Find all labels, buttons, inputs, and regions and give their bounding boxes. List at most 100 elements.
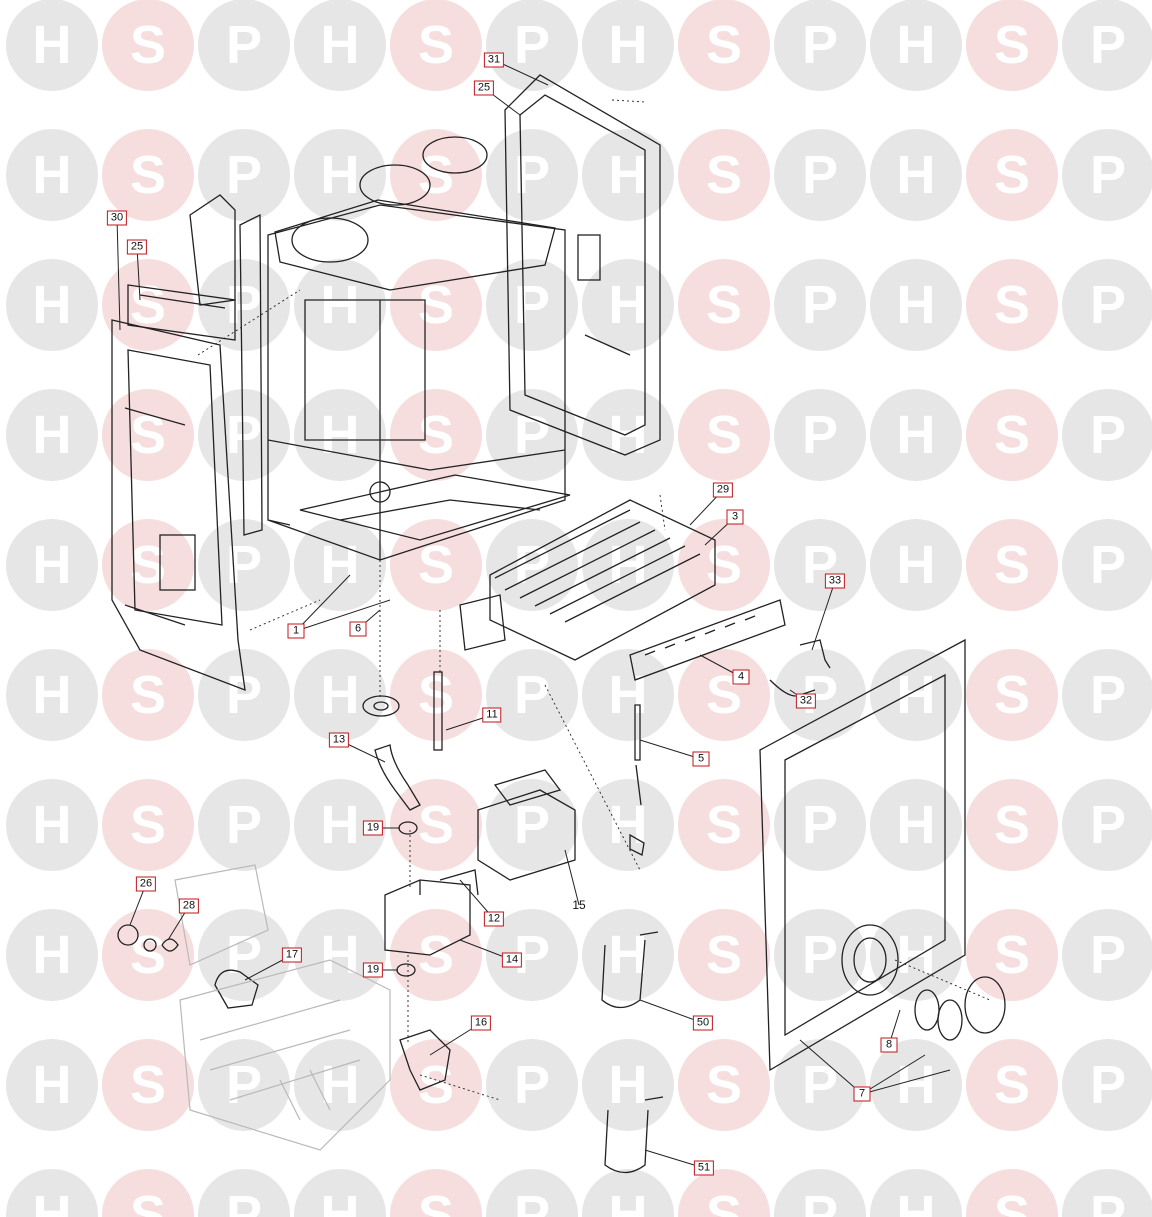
chassis-back-wall [304, 299, 426, 441]
left-slot-bottom [124, 604, 186, 626]
watermark-disc [198, 519, 290, 611]
watermark-disc [390, 779, 482, 871]
watermark-letter: P [514, 1055, 550, 1115]
watermark-letter: S [418, 405, 454, 465]
part-label-32[interactable]: 32 [795, 693, 817, 709]
part-label-5[interactable]: 5 [692, 751, 710, 767]
watermark-letter: H [33, 15, 72, 75]
watermark-letter: H [609, 1055, 648, 1115]
watermark-letter: S [706, 15, 742, 75]
part-label-17[interactable]: 17 [281, 947, 303, 963]
watermark-letter: H [33, 795, 72, 855]
watermark-letter: H [33, 145, 72, 205]
part-label-13[interactable]: 13 [328, 732, 350, 748]
watermark-letter: P [226, 925, 262, 985]
watermark-disc [390, 259, 482, 351]
watermark-letter: S [994, 1055, 1030, 1115]
watermark-letter: H [33, 1055, 72, 1115]
watermark-letter: P [802, 1185, 838, 1217]
watermark-disc [966, 0, 1058, 91]
part-label-28[interactable]: 28 [178, 898, 200, 914]
flue-opening-1 [291, 217, 369, 263]
watermark-letter: S [706, 795, 742, 855]
watermark-letter: H [609, 665, 648, 725]
watermark-letter: P [802, 15, 838, 75]
part-label-1[interactable]: 1 [287, 623, 305, 639]
watermark-disc [102, 649, 194, 741]
watermark-disc [294, 129, 386, 221]
watermark-disc [294, 259, 386, 351]
part-label-33[interactable]: 33 [824, 573, 846, 589]
watermark-disc [582, 259, 674, 351]
side-panel-right [504, 74, 661, 456]
part-label-25[interactable]: 25 [126, 239, 148, 255]
watermark-letter: P [1090, 145, 1126, 205]
part-label-31[interactable]: 31 [483, 52, 505, 68]
watermark-letter: P [514, 1185, 550, 1217]
part-label-19[interactable]: 19 [362, 820, 384, 836]
watermark-disc [582, 389, 674, 481]
watermark-disc [6, 779, 98, 871]
watermark-disc [102, 129, 194, 221]
watermark-disc [774, 129, 866, 221]
watermark-disc [390, 1169, 482, 1217]
part-label-30[interactable]: 30 [106, 210, 128, 226]
watermark-disc [390, 1039, 482, 1131]
watermark-letter: S [994, 15, 1030, 75]
watermark-letter: H [33, 275, 72, 335]
watermark-letter: H [897, 1055, 936, 1115]
watermark-letter: H [321, 1185, 360, 1217]
window-gasket-2 [937, 999, 963, 1041]
part-label-8[interactable]: 8 [880, 1037, 898, 1053]
watermark-disc [486, 779, 578, 871]
watermark-disc [6, 649, 98, 741]
part-label-6[interactable]: 6 [349, 621, 367, 637]
gas-elbow-13 [374, 744, 421, 811]
watermark-letter: H [33, 405, 72, 465]
watermark-disc [582, 1169, 674, 1217]
part-label-11[interactable]: 11 [482, 707, 502, 723]
part-label-50[interactable]: 50 [692, 1015, 714, 1031]
watermark-letter: S [994, 1185, 1030, 1217]
watermark-letter: P [1090, 15, 1126, 75]
watermark-disc [1062, 519, 1152, 611]
watermark-letter: P [1090, 1185, 1126, 1217]
part-label-7[interactable]: 7 [853, 1086, 871, 1102]
flue-opening-2 [359, 164, 431, 206]
part-label-16[interactable]: 16 [470, 1015, 492, 1031]
part-label-29[interactable]: 29 [712, 482, 734, 498]
window-ring [964, 976, 1006, 1034]
part-label-4[interactable]: 4 [732, 669, 750, 685]
part-label-3[interactable]: 3 [726, 509, 744, 525]
watermark-letter: P [226, 1055, 262, 1115]
part-label-12[interactable]: 12 [483, 911, 505, 927]
gas-valve [384, 869, 479, 956]
watermark-disc [678, 1039, 770, 1131]
watermark-disc [582, 519, 674, 611]
watermark-letter: S [706, 1185, 742, 1217]
cable-harness-50 [601, 931, 659, 1009]
watermark-letter: S [418, 15, 454, 75]
watermark-letter: P [226, 145, 262, 205]
watermark-letter: P [226, 405, 262, 465]
part-label-25[interactable]: 25 [473, 80, 495, 96]
part-label-14[interactable]: 14 [501, 952, 523, 968]
watermark-letter: H [897, 665, 936, 725]
watermark-disc [6, 1169, 98, 1217]
watermark-disc [198, 1039, 290, 1131]
part-label-15[interactable]: 15 [572, 898, 586, 912]
part-label-26[interactable]: 26 [135, 876, 157, 892]
watermark-disc [870, 779, 962, 871]
panel-slot [584, 334, 631, 356]
watermark-disc [1062, 0, 1152, 91]
part-label-51[interactable]: 51 [693, 1160, 715, 1176]
boiler-drawing [111, 74, 1006, 1174]
watermark-letter: P [802, 1055, 838, 1115]
watermark-disc [390, 519, 482, 611]
watermark-letter: P [1090, 405, 1126, 465]
watermark-disc [774, 0, 866, 91]
watermark-disc [486, 1169, 578, 1217]
part-label-19[interactable]: 19 [362, 962, 384, 978]
watermark-letter: P [802, 275, 838, 335]
